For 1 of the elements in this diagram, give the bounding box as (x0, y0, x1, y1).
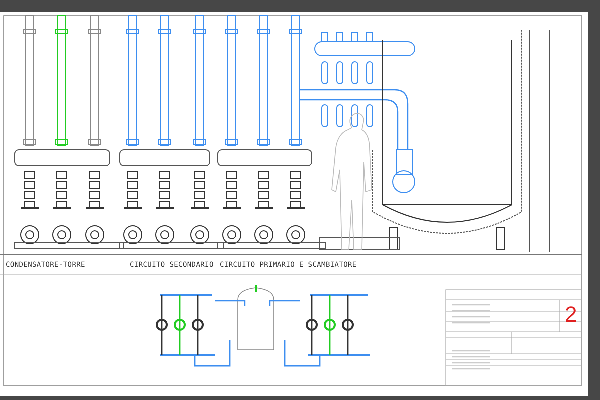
sheet-number: 2 (565, 302, 578, 328)
